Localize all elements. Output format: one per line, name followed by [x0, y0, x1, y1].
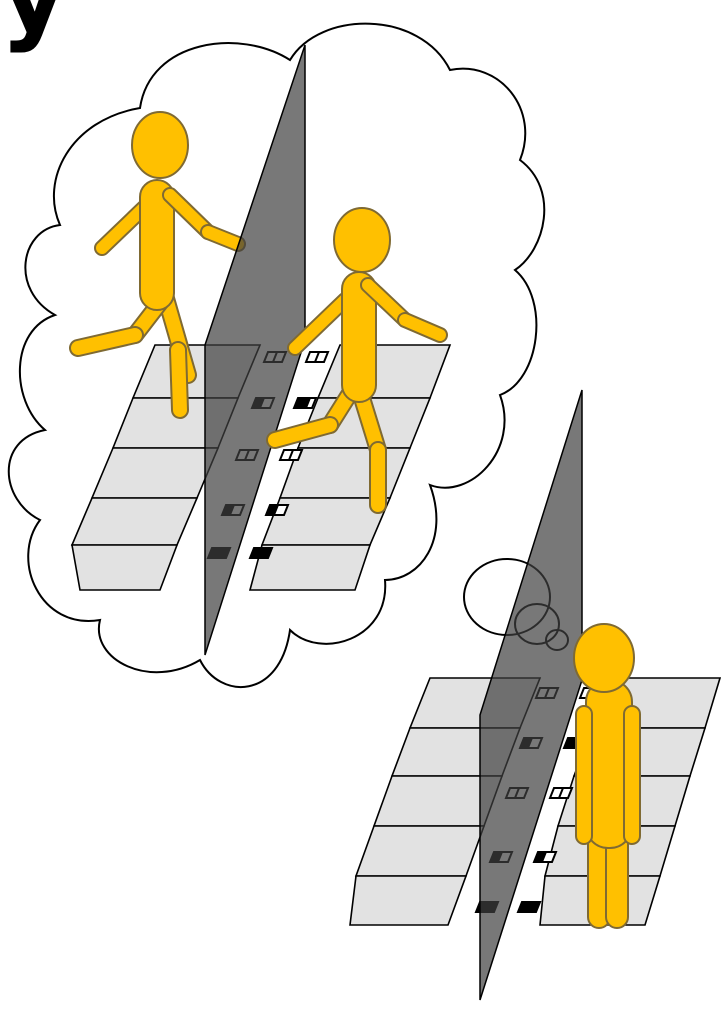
head — [132, 112, 188, 178]
head — [334, 208, 390, 272]
head — [574, 624, 634, 692]
